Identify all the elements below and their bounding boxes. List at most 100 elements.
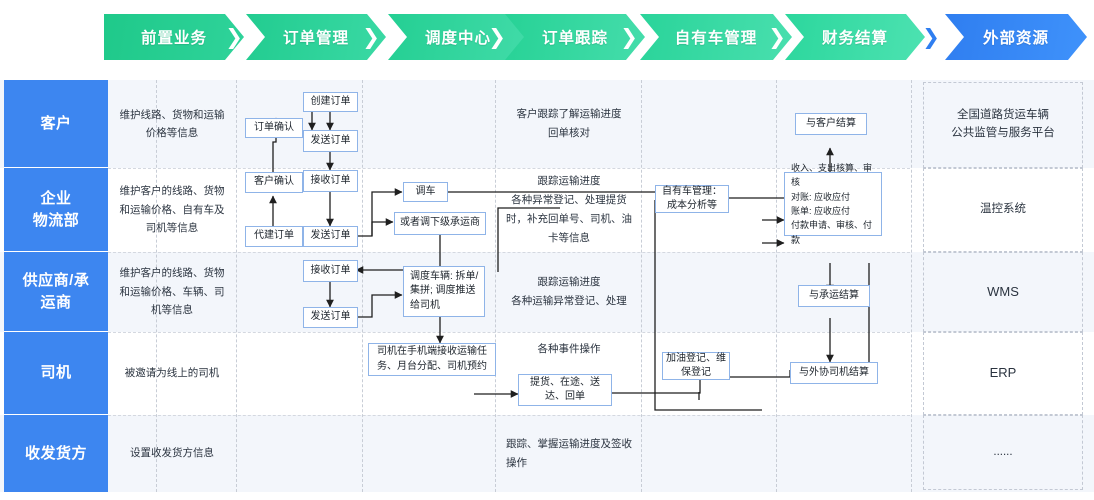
node-dispatch-plan[interactable]: 调度车辆: 拆单/集拼; 调度推送给司机 bbox=[403, 266, 485, 317]
ext-cell-text: WMS bbox=[987, 283, 1019, 299]
node-label: 提货、在途、送达、回单 bbox=[530, 376, 600, 403]
ext-cell-more: ...... bbox=[923, 415, 1083, 490]
chevron-right-icon: ❯ bbox=[922, 25, 940, 49]
cell-tracking-logistics: 跟踪运输进度 各种异常登记、处理提货时，补充回单号、司机、油卡等信息 bbox=[498, 168, 640, 252]
node-label: 创建订单 bbox=[310, 95, 351, 107]
node-customer-confirm[interactable]: 客户确认 bbox=[245, 172, 303, 193]
chevron-right-icon: ❯ bbox=[488, 25, 506, 49]
ribbon-step-label: 调度中心 bbox=[424, 30, 491, 47]
cell-pre-business-supplier: 维护客户的线路、货物和运输价格、车辆、司机等信息 bbox=[110, 252, 234, 332]
cell-pre-business-consignor: 设置收发货方信息 bbox=[110, 415, 234, 492]
chevron-right-icon: ❯ bbox=[768, 25, 786, 49]
node-label: 发送订单 bbox=[310, 134, 351, 146]
row-divider bbox=[108, 332, 910, 333]
node-send-order-2[interactable]: 发送订单 bbox=[303, 226, 358, 247]
row-label-line1: 企业 bbox=[40, 189, 72, 207]
ribbon-separator-chevron-icon: ❯ bbox=[223, 20, 245, 54]
node-fuel-maintenance-log[interactable]: 加油登记、维保登记 bbox=[662, 352, 730, 380]
cell-text: 跟踪运输进度 各种运输异常登记、处理 bbox=[511, 276, 627, 307]
row-label-text: 客户 bbox=[40, 114, 72, 132]
cell-text: 客户跟踪了解运输进度 回单核对 bbox=[516, 108, 622, 139]
cell-text: 维护客户的线路、货物和运输价格、自有车及司机等信息 bbox=[119, 185, 225, 235]
node-dispatch-sub-carrier[interactable]: 或者调下级承运商 bbox=[394, 212, 486, 235]
row-label-line2: 物流部 bbox=[32, 211, 80, 229]
ribbon-step-order-tracking[interactable]: 订单跟踪 bbox=[505, 14, 645, 60]
node-label: 订单确认 bbox=[254, 121, 294, 133]
row-label-driver[interactable]: 司机 bbox=[4, 332, 108, 415]
node-label: 收入、支出核算、审核 对账: 应收应付 账单: 应收应付 付款申请、审核、付款 bbox=[791, 162, 873, 245]
node-receive-order-2[interactable]: 接收订单 bbox=[303, 260, 358, 282]
node-send-order-3[interactable]: 发送订单 bbox=[303, 307, 358, 328]
node-label: 与客户结算 bbox=[806, 117, 856, 129]
column-divider bbox=[911, 80, 912, 492]
row-divider bbox=[108, 168, 910, 169]
node-label: 发送订单 bbox=[310, 230, 351, 242]
ribbon-step-label: 订单管理 bbox=[282, 30, 349, 47]
node-finance-core[interactable]: 收入、支出核算、审核 对账: 应收应付 账单: 应收应付 付款申请、审核、付款 bbox=[784, 163, 882, 245]
node-label: 加油登记、维保登记 bbox=[666, 352, 726, 379]
ext-cell-text: 全国道路货运车辆 公共监管与服务平台 bbox=[951, 109, 1055, 139]
node-label: 或者调下级承运商 bbox=[400, 217, 480, 229]
row-label-customer[interactable]: 客户 bbox=[4, 80, 108, 168]
row-label-text: 供应商/承 运商 bbox=[23, 270, 90, 314]
node-create-order[interactable]: 创建订单 bbox=[303, 92, 358, 112]
node-receive-order-1[interactable]: 接收订单 bbox=[303, 170, 358, 192]
ext-cell-text: ...... bbox=[993, 445, 1013, 458]
ribbon-separator-chevron-icon: ❯ bbox=[486, 20, 508, 54]
ribbon-step-order-management[interactable]: 订单管理 bbox=[246, 14, 386, 60]
ribbon-step-label: 自有车管理 bbox=[674, 30, 758, 47]
ribbon-step-label: 订单跟踪 bbox=[541, 30, 608, 47]
node-send-order-1[interactable]: 发送订单 bbox=[303, 130, 358, 152]
node-settle-with-carrier[interactable]: 与承运结算 bbox=[798, 285, 870, 307]
chevron-right-icon: ❯ bbox=[225, 25, 243, 49]
ribbon-step-financial-settlement[interactable]: 财务结算 bbox=[785, 14, 925, 60]
cell-text: 跟踪、掌握运输进度及签收操作 bbox=[506, 437, 632, 469]
node-label: 与承运结算 bbox=[809, 289, 859, 301]
ribbon-step-external-resources[interactable]: 外部资源 bbox=[945, 14, 1087, 60]
row-label-text: 收发货方 bbox=[24, 444, 87, 462]
ext-cell-erp: ERP bbox=[923, 332, 1083, 415]
node-settle-with-external-driver[interactable]: 与外协司机结算 bbox=[790, 362, 878, 384]
node-label: 发送订单 bbox=[310, 311, 351, 323]
node-label: 调度车辆: 拆单/集拼; 调度推送给司机 bbox=[410, 270, 479, 311]
node-event-operations[interactable]: 提货、在途、送达、回单 bbox=[518, 374, 612, 406]
column-divider bbox=[236, 80, 237, 492]
node-settle-with-customer[interactable]: 与客户结算 bbox=[795, 113, 867, 135]
node-label: 客户确认 bbox=[254, 176, 294, 188]
ext-cell-text: 温控系统 bbox=[980, 203, 1026, 216]
process-ribbon: 前置业务 ❯ 订单管理 ❯ 调度中心 ❯ 订单跟踪 ❯ 自有车管理 ❯ bbox=[0, 0, 1094, 74]
chevron-right-icon: ❯ bbox=[620, 25, 638, 49]
chevron-right-icon: ❯ bbox=[362, 25, 380, 49]
column-divider bbox=[362, 80, 363, 492]
cell-text: 设置收发货方信息 bbox=[130, 447, 214, 460]
ext-cell-temperature-control: 温控系统 bbox=[923, 168, 1083, 252]
column-divider bbox=[776, 80, 777, 492]
node-label: 代建订单 bbox=[254, 230, 294, 242]
ribbon-separator-chevron-icon-blue: ❯ bbox=[920, 20, 942, 54]
ribbon-step-own-vehicle-management[interactable]: 自有车管理 bbox=[640, 14, 792, 60]
row-label-supplier-carrier[interactable]: 供应商/承 运商 bbox=[4, 252, 108, 332]
node-label: 自有车管理：成本分析等 bbox=[662, 185, 722, 212]
cell-text: 跟踪运输进度 各种异常登记、处理提货时，补充回单号、司机、油卡等信息 bbox=[506, 175, 632, 244]
node-label: 调车 bbox=[415, 185, 436, 197]
node-driver-mobile-task[interactable]: 司机在手机端接收运输任务、月台分配、司机预约 bbox=[368, 343, 496, 376]
ribbon-separator-chevron-icon: ❯ bbox=[360, 20, 382, 54]
cell-text: 维护线路、货物和运输价格等信息 bbox=[119, 108, 225, 139]
node-order-confirm[interactable]: 订单确认 bbox=[245, 118, 303, 138]
cell-text: 被邀请为线上的司机 bbox=[124, 367, 220, 380]
cell-tracking-supplier: 跟踪运输进度 各种运输异常登记、处理 bbox=[498, 252, 640, 332]
column-divider bbox=[495, 80, 496, 492]
ribbon-step-pre-business[interactable]: 前置业务 bbox=[104, 14, 244, 60]
node-own-vehicle-management[interactable]: 自有车管理：成本分析等 bbox=[655, 185, 729, 213]
row-label-line1: 供应商/承 bbox=[22, 271, 90, 289]
cell-pre-business-customer: 维护线路、货物和运输价格等信息 bbox=[110, 80, 234, 168]
row-label-consignor[interactable]: 收发货方 bbox=[4, 415, 108, 492]
ribbon-step-dispatch-center[interactable]: 调度中心 bbox=[388, 14, 528, 60]
node-proxy-order[interactable]: 代建订单 bbox=[245, 226, 303, 247]
row-divider bbox=[108, 415, 910, 416]
row-label-enterprise-logistics[interactable]: 企业 物流部 bbox=[4, 168, 108, 252]
cell-pre-business-logistics: 维护客户的线路、货物和运输价格、自有车及司机等信息 bbox=[110, 168, 234, 252]
node-dispatch-vehicle[interactable]: 调车 bbox=[403, 182, 448, 202]
cell-tracking-customer: 客户跟踪了解运输进度 回单核对 bbox=[498, 80, 640, 168]
